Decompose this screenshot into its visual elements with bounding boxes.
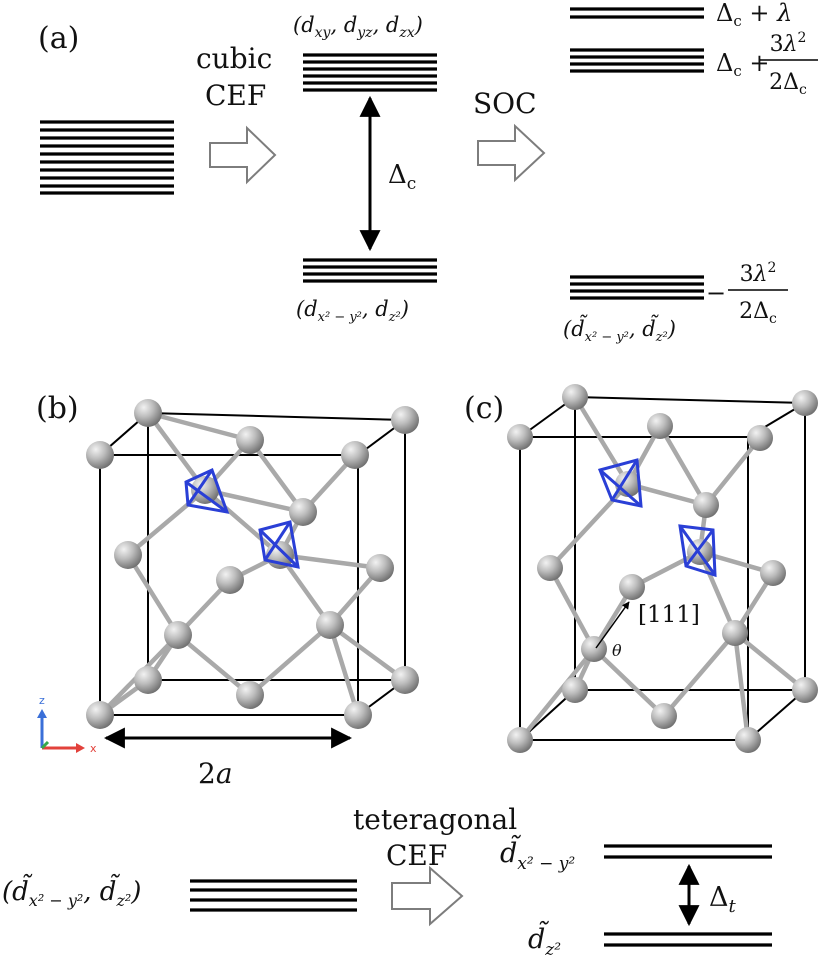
atoms-c: [507, 384, 818, 753]
bottom-degenerate-levels: [190, 879, 357, 912]
lower-level-label: d̃z²: [528, 920, 561, 958]
soc-bottom-numerator: 3λ2: [740, 260, 777, 287]
upper-level-label: d̃x² − y²: [500, 834, 575, 874]
eg-levels: [303, 258, 437, 283]
soc-middle-label-prefix: Δc +: [716, 49, 770, 80]
soc-top-levels: [570, 7, 704, 19]
hollow-arrow-1: [209, 125, 277, 185]
tetrahedron-c-2: [678, 524, 717, 578]
cubic-label: cubic: [196, 42, 272, 75]
panel-c-label: (c): [464, 391, 504, 426]
tetrahedron-b-1: [184, 467, 230, 514]
soc-middle-denominator: 2Δc: [769, 70, 807, 98]
theta-label: θ: [612, 641, 622, 660]
soc-top-label: Δc + λ: [716, 0, 792, 30]
delta-c-label: Δc: [388, 160, 416, 194]
soc-bottom-sign: −: [706, 279, 726, 307]
bottom-lower-levels: [604, 932, 772, 947]
soc-bottom-levels: [570, 275, 704, 300]
direction-111-label: [111]: [638, 602, 700, 628]
atoms-b: [86, 399, 419, 729]
direction-111-arrow: [595, 601, 630, 649]
axis-x-label: x: [90, 742, 97, 755]
cef-label: CEF: [205, 79, 266, 112]
tetrahedron-b-2: [258, 520, 300, 569]
panel-b-label: (b): [36, 391, 79, 426]
bottom-upper-levels: [604, 844, 772, 859]
axes-gizmo: z x: [37, 694, 97, 755]
panel-b: (b): [36, 391, 419, 790]
degenerate-levels: [40, 120, 174, 195]
soc-middle-levels: [570, 48, 704, 73]
soc-bottom-denominator: 2Δc: [739, 299, 777, 327]
tetragonal-label: teteragonal: [353, 803, 517, 836]
eg-group-label: (dx² − y², dz²): [296, 297, 409, 325]
panel-a-label: (a): [38, 21, 79, 56]
hollow-arrow-2: [477, 123, 546, 183]
soc-bottom-group-label: (d̃x² − y², d̃z²): [563, 314, 676, 345]
t2g-levels: [303, 53, 437, 92]
delta-t-label: Δt: [709, 882, 737, 917]
panel-bottom: teteragonal CEF (d̃x² − y², d̃z²) d̃x² −…: [2, 803, 772, 958]
tetrahedron-c-1: [597, 458, 643, 508]
t2g-group-label: (dxy, dyz, dzx): [293, 13, 423, 41]
lattice-constant-label: 2a: [198, 757, 233, 790]
axis-z-label: z: [39, 694, 45, 707]
soc-middle-numerator: 3λ2: [770, 30, 807, 57]
soc-label: SOC: [473, 87, 537, 120]
input-group-label: (d̃x² − y², d̃z²): [2, 873, 141, 910]
hollow-arrow-3: [391, 865, 464, 927]
tetragonal-cef-label: CEF: [386, 839, 447, 872]
panel-c: (c): [464, 384, 818, 753]
panel-a: (a) cubic CEF (dxy, dyz, dzx): [38, 0, 818, 345]
